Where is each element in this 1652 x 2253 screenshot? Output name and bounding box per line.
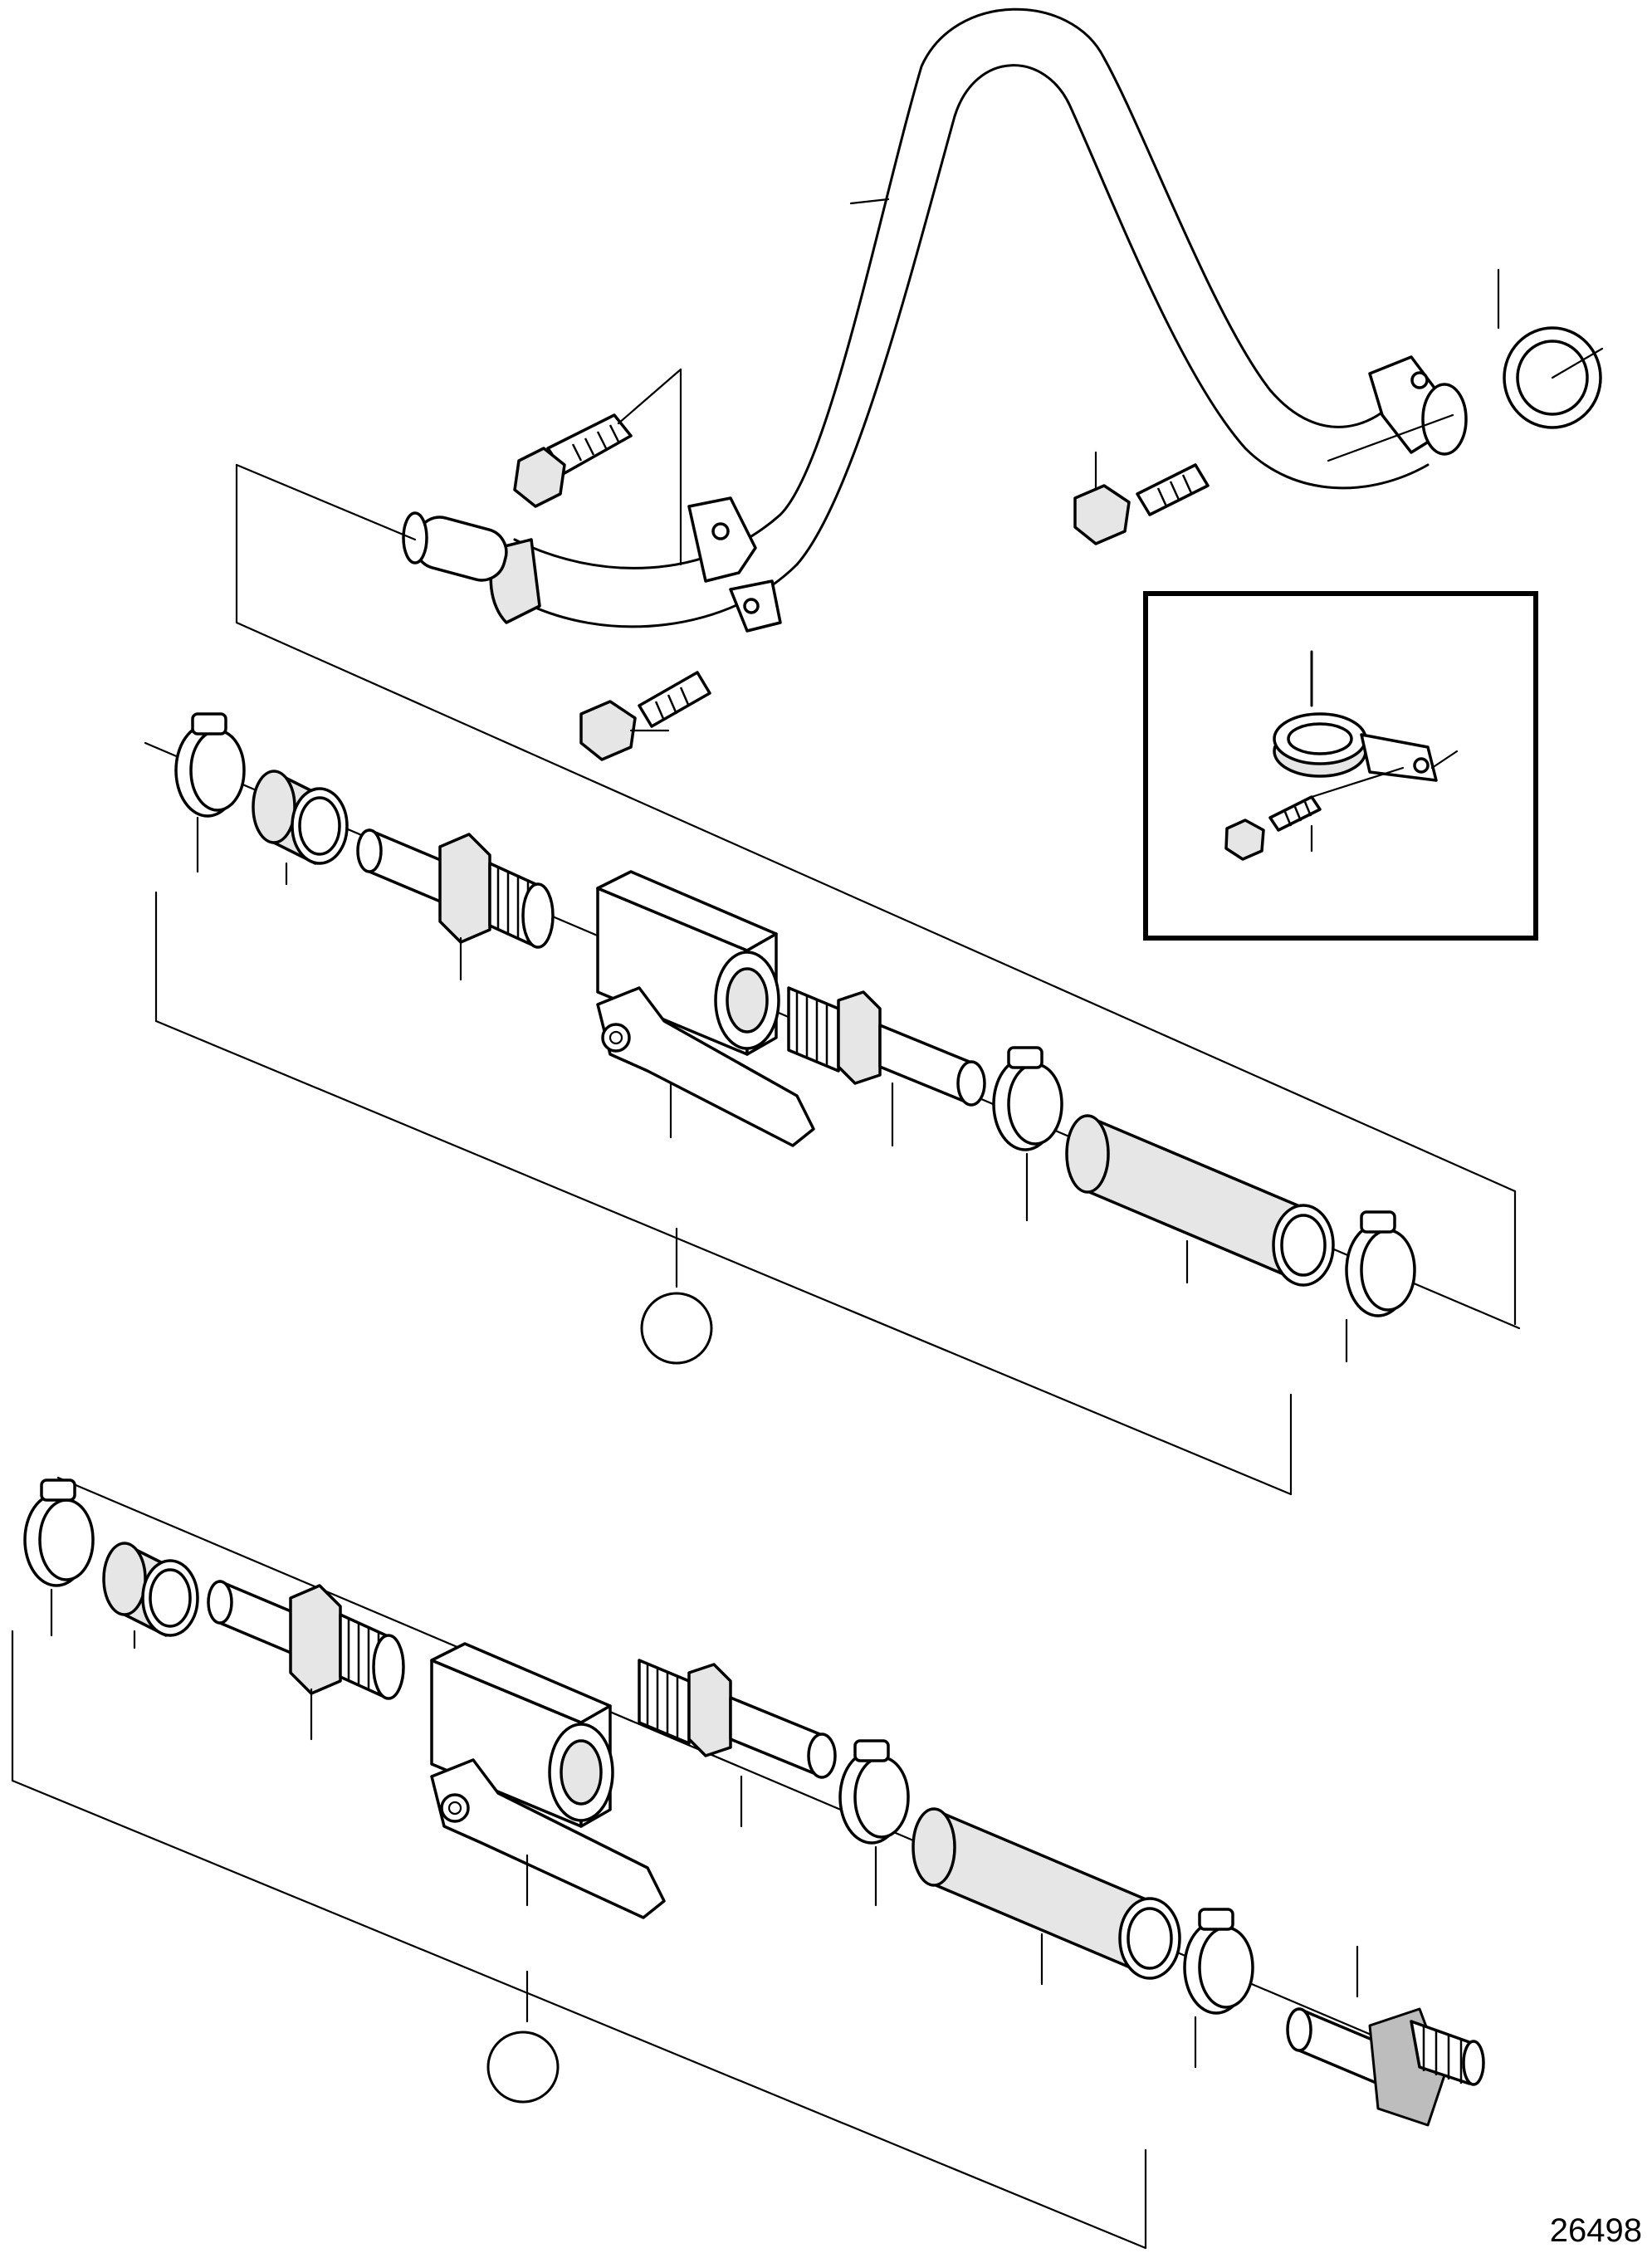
bent-coolant-pipe (402, 7, 1468, 633)
item-reference-circle-upper (640, 1292, 713, 1365)
leader-lines-middle (154, 816, 1348, 1496)
valve-assembly-upper (144, 712, 1521, 1330)
leader-lines-upper (235, 198, 1604, 1326)
figure-reference-number: 26498 (1550, 2212, 1642, 2249)
leader-lines-lower (11, 1588, 1359, 2250)
valve-assembly-lower (23, 1476, 1485, 2127)
flange-bolt-lower-left (579, 671, 711, 761)
pipe-clamp-inset (1143, 591, 1538, 941)
item-reference-circle-lower (486, 2031, 560, 2104)
flange-bolt-right (1073, 463, 1210, 545)
flange-bolt-upper-left (513, 413, 633, 508)
